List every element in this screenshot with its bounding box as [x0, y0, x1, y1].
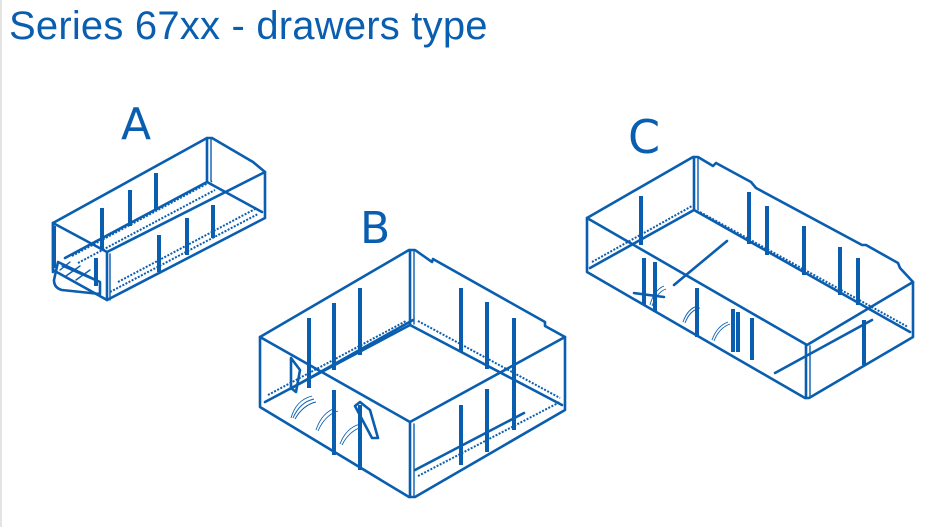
drawer-c-label: C — [628, 110, 661, 164]
drawer-c-drawing — [585, 155, 915, 400]
drawer-b-label: B — [360, 203, 391, 254]
left-border-rule — [0, 0, 2, 527]
drawer-b-drawing — [258, 248, 567, 499]
drawer-a-label: A — [121, 99, 152, 150]
drawer-a-drawing — [51, 136, 267, 302]
page-title: Series 67xx - drawers type — [9, 4, 488, 48]
